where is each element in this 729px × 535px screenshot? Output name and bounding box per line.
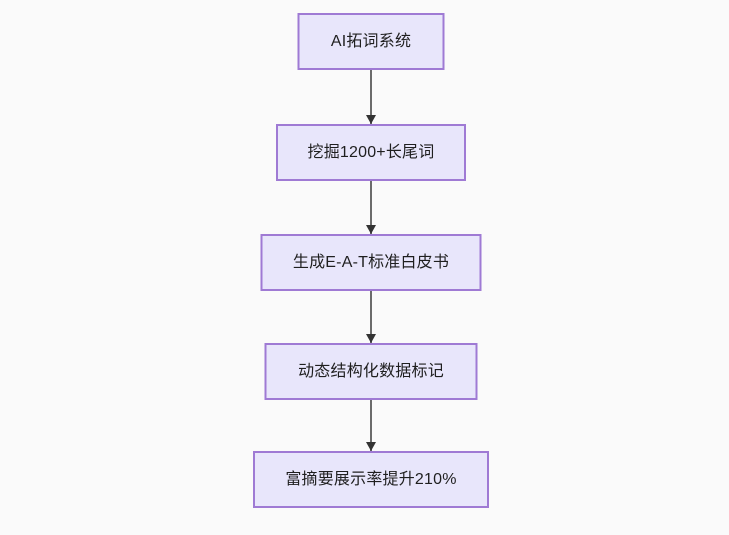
arrow-down-icon [366, 334, 376, 343]
flow-node[interactable]: 富摘要展示率提升210% [253, 451, 489, 508]
connector-line [370, 400, 372, 451]
flow-node[interactable]: 挖掘1200+长尾词 [276, 124, 466, 181]
connector-line [370, 181, 372, 234]
flow-connector [365, 181, 377, 234]
flow-node-label: 生成E-A-T标准白皮书 [292, 253, 450, 271]
flow-node[interactable]: 动态结构化数据标记 [264, 343, 478, 400]
flow-connector [365, 70, 377, 124]
flow-connector [365, 291, 377, 343]
flow-node-label: 富摘要展示率提升210% [285, 470, 457, 488]
flow-connector [365, 400, 377, 451]
connector-line [370, 70, 372, 124]
arrow-down-icon [366, 225, 376, 234]
flow-node[interactable]: 生成E-A-T标准白皮书 [260, 234, 482, 291]
flow-node-label: AI拓词系统 [330, 32, 412, 50]
flow-node-label: 挖掘1200+长尾词 [307, 143, 435, 161]
flow-node-label: 动态结构化数据标记 [298, 362, 444, 380]
connector-line [370, 291, 372, 343]
flow-node[interactable]: AI拓词系统 [297, 13, 445, 70]
arrow-down-icon [366, 115, 376, 124]
arrow-down-icon [366, 442, 376, 451]
